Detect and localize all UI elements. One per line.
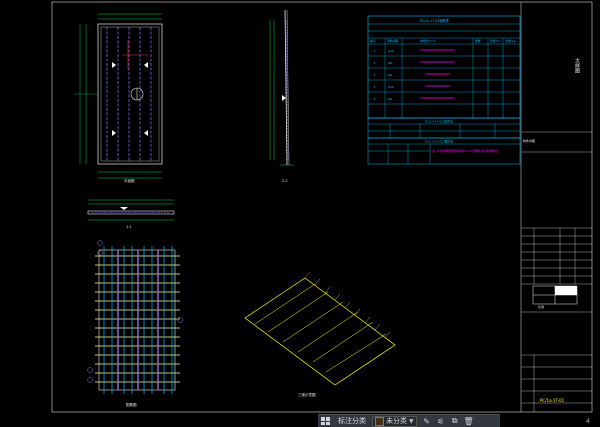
title-block: 大样图 构件详图 比例 PC/1a-1T-01 [520,2,592,412]
page-indicator: 4 [586,418,590,425]
table-row-3-bar: φ10 [388,85,394,89]
grid-icon [321,417,330,425]
edit-tool-button[interactable]: ✎ [420,415,434,427]
table-row-1-id: ② [373,61,376,65]
annotate-category-label: 标注分类 [338,417,366,425]
table-header-2: 单根长(mm) [420,39,436,43]
table-row-4-bar: φ8 [388,97,392,101]
embedded-title: PC/1n-1T-01 埋件表 [425,139,453,144]
table-row-0-bar: φ10 [388,49,394,53]
copy-tool-button[interactable]: ⧉ [448,415,462,427]
copy-icon: ⧉ [451,416,458,425]
table-row-2-id: ③ [373,73,376,77]
axonometric-view: 三维示意图 [244,271,396,397]
table-header-1: 钢筋简图 [387,39,398,43]
drawing-number: PC/1a-1T-01 [540,398,565,403]
embedded-parts-table: PC/1n-1T-01 埋件表 注：1.未注明处钢筋间距200; 2.预埋件详见… [367,137,521,165]
drawing-frame [51,1,593,413]
rebar-plan-label: 配筋图 [126,402,137,407]
table-header-4: 总长(m) [490,39,501,43]
category-value: 未分类 [386,417,407,425]
table-title: PC/1n-1T-01钢筋表 [420,18,450,23]
table-row-2-bar: φ8 [388,73,392,77]
plan-view-label: 平面图 [124,178,135,183]
table-row-0-id: ① [373,49,376,53]
vertical-caption: 大样图 [574,57,580,74]
table-header-5: 重量(kg) [505,39,516,43]
section-1-1-label: 1-1 [126,225,132,229]
fittings-table: PC/1n-1T-01 配件表 [367,117,521,139]
measure-tool-button[interactable]: ⚟ [434,415,448,427]
section-2-2: 2-2 [269,9,294,183]
chevron-down-icon: ▼ [409,417,414,425]
section-1-1: 1-1 [87,199,175,229]
fittings-title: PC/1n-1T-01 配件表 [425,119,453,124]
rebar-plan: 配筋图 [87,240,183,407]
axon-view-label: 三维示意图 [298,392,316,397]
table-row-4-id: ⑤ [373,97,376,101]
category-color-icon [375,416,384,426]
section-2-2-label: 2-2 [282,179,288,183]
category-select[interactable]: 未分类 ▼ [369,415,420,427]
section-label: 构件详图 [523,138,535,143]
table-row-1-bar: φ8 [388,61,392,65]
plan-view: 平面图 [74,13,163,183]
delete-tool-button[interactable]: 🗑 [462,415,476,427]
annotation-toolbar: 标注分类 未分类 ▼ ✎ ⚟ ⧉ 🗑 [318,414,500,427]
layout-button[interactable] [318,415,335,427]
embedded-note: 注：1.未注明处钢筋间距200; 2.预埋件详见相关图纸 [432,149,498,153]
scale-label: 比例 [538,304,544,309]
table-header-0: 编号 [370,39,376,43]
table-row-3-id: ④ [373,85,376,89]
ruler-icon: ⚟ [437,416,445,426]
edit-icon: ✎ [423,416,430,426]
trash-icon: 🗑 [463,416,474,426]
table-header-3: 根数 [475,39,481,43]
rebar-schedule-table: PC/1n-1T-01钢筋表 编号 钢筋简图 单根长(mm) 根数 总长(m) … [367,15,521,119]
